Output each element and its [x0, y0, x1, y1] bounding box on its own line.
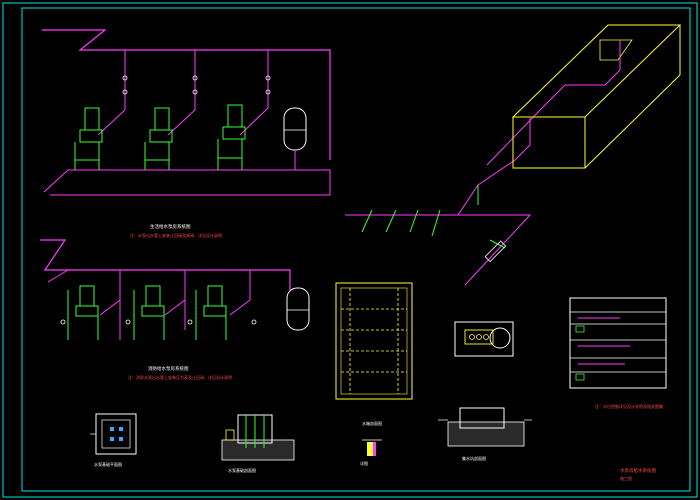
caption-pit-section: 集水坑剖面图: [462, 455, 486, 461]
pump-5: [133, 285, 165, 340]
pump-4: [67, 285, 99, 340]
roof-water-tank: [511, 24, 682, 169]
middle-pipe-run: [345, 109, 541, 286]
base-section-detail: 水泵基础剖面图: [221, 414, 295, 473]
pump-2: [144, 107, 173, 170]
caption-pump-base: 水泵基础平面图: [94, 461, 122, 467]
top-main-pipe: [42, 29, 331, 160]
pressure-tank-bottom: [286, 287, 310, 331]
pit-section-detail: 集水坑剖面图: [438, 407, 532, 461]
pump-1: [74, 107, 103, 170]
water-level-diagram: 注：水位控制详见设计说明及相关图集: [569, 297, 667, 409]
caption-system-top: 生活给水泵房系统图: [150, 223, 191, 230]
title-block: 水泵房给水系统图 施工图: [620, 467, 656, 481]
caption-system-bottom: 消防给水泵房系统图: [148, 365, 189, 372]
base-plan-detail: 水泵基础平面图: [90, 413, 137, 467]
top-return-pipe: [43, 169, 331, 196]
small-section-detail: 水箱剖面图 详图: [360, 420, 382, 466]
pump-6: [195, 285, 227, 340]
caption-small-section: 详图: [360, 460, 368, 466]
title-block-sub: 施工图: [620, 475, 632, 481]
title-block-main: 水泵房给水系统图: [620, 467, 656, 474]
caption-tank-section: 水箱剖面图: [362, 420, 382, 426]
note-system-bottom: 注：消防水泵出水管上安装压力表及止回阀，详见设计说明: [128, 374, 232, 380]
pump-3: [217, 104, 246, 170]
bottom-pump-system: 消防给水泵房系统图 注：消防水泵出水管上安装压力表及止回阀，详见设计说明: [40, 239, 310, 380]
top-pump-system: 生活给水泵房系统图 注：水泵出水管上安装止回阀及闸阀，详见设计说明: [42, 29, 331, 238]
pressure-tank-top: [283, 107, 307, 170]
pool-plan: [335, 282, 413, 400]
note-system-top: 注：水泵出水管上安装止回阀及闸阀，详见设计说明: [130, 232, 222, 238]
caption-pump-section: 水泵基础剖面图: [228, 467, 256, 473]
water-level-note: 注：水位控制详见设计说明及相关图集: [595, 403, 663, 409]
pump-base-detail: [454, 321, 514, 357]
inner-frame: [21, 7, 691, 492]
